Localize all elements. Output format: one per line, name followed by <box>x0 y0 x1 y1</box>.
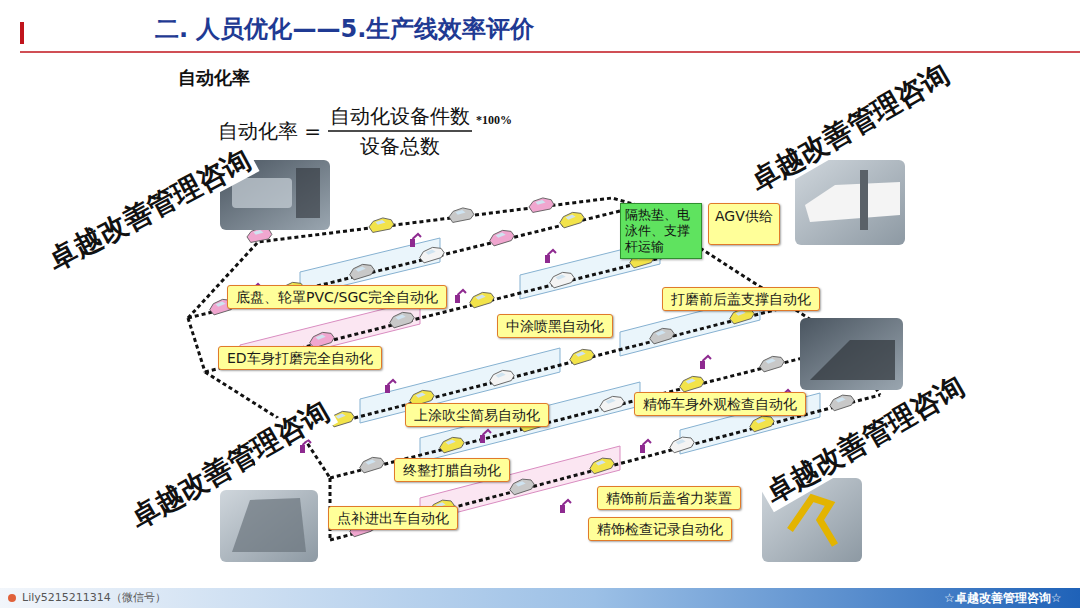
robot <box>385 380 396 393</box>
booth <box>360 348 560 423</box>
callout-box: 点补进出车自动化 <box>328 506 458 530</box>
robot-group <box>250 234 791 513</box>
photo <box>795 160 905 245</box>
box-text: 上涂吹尘简易自动化 <box>414 406 540 424</box>
robot <box>545 250 556 263</box>
callout-box: 上涂吹尘简易自动化 <box>405 403 549 427</box>
car <box>508 477 536 496</box>
car <box>418 245 445 264</box>
transport-box: 隔热垫、电泳件、支撑杆运输 <box>620 203 702 259</box>
box-text: ED车身打磨完全自动化 <box>227 349 373 367</box>
header-marker <box>20 22 24 44</box>
photo <box>220 490 318 562</box>
footer-icon <box>8 594 16 602</box>
photo-detail <box>232 178 292 208</box>
photo-detail <box>805 182 900 222</box>
box-text: 终整打腊自动化 <box>403 461 501 479</box>
car <box>558 210 585 229</box>
robot <box>560 500 571 513</box>
photo-detail <box>810 340 895 380</box>
car <box>488 228 515 247</box>
box-text: 点补进出车自动化 <box>337 509 449 527</box>
footer-bar <box>0 588 1080 608</box>
formula-factor: *100% <box>476 113 512 127</box>
photo-detail <box>296 168 320 218</box>
header-rule <box>20 51 1080 53</box>
conveyor <box>205 248 700 372</box>
car <box>648 326 675 345</box>
callout-box: 底盘、轮罩PVC/SGC完全自动化 <box>227 285 447 309</box>
car <box>528 197 555 213</box>
robot <box>410 234 421 247</box>
car <box>438 435 465 454</box>
callout-box: 打磨前后盖支撑自动化 <box>662 287 820 311</box>
conveyor <box>188 318 205 372</box>
car <box>348 262 375 281</box>
car <box>488 368 515 387</box>
box-text: AGV供给 <box>715 207 773 225</box>
callout-box: 精饰检查记录自动化 <box>588 517 732 541</box>
car <box>828 393 856 412</box>
box-text: 打磨前后盖支撑自动化 <box>671 290 811 308</box>
callout-box: 终整打腊自动化 <box>394 458 510 482</box>
slide-title: 二. 人员优化——5.生产线效率评价 <box>155 14 534 44</box>
box-text: 精饰检查记录自动化 <box>597 520 723 538</box>
car <box>388 310 415 329</box>
box-text: 精饰前后盖省力装置 <box>606 489 732 507</box>
car <box>568 347 595 366</box>
car <box>358 455 385 474</box>
car <box>598 394 625 413</box>
photo <box>800 318 903 390</box>
agv-box: AGV供给 <box>708 203 780 245</box>
callout-box: ED车身打磨完全自动化 <box>218 346 382 370</box>
robot <box>455 290 466 303</box>
photo-detail <box>860 170 868 230</box>
car <box>468 290 495 309</box>
box-text: 隔热垫、电泳件、支撑杆运输 <box>625 207 697 255</box>
footer-brand: ☆卓越改善管理咨询☆ <box>944 590 1062 606</box>
robot <box>480 430 491 443</box>
box-text: 中涂喷黑自动化 <box>506 317 604 335</box>
callout-box: 精饰车身外观检查自动化 <box>634 392 806 416</box>
robot <box>700 356 711 369</box>
callout-box: 中涂喷黑自动化 <box>497 314 613 338</box>
fraction-bar <box>328 130 472 132</box>
car <box>368 217 395 233</box>
photo-detail <box>232 498 306 552</box>
car <box>668 435 696 454</box>
booth-group <box>240 238 820 522</box>
photo-group <box>220 160 905 562</box>
car <box>588 456 616 475</box>
car <box>448 207 475 223</box>
photo-detail <box>790 498 835 545</box>
formula-denominator: 设备总数 <box>360 134 440 158</box>
car <box>748 414 776 433</box>
formula-heading: 自动化率 <box>178 66 250 90</box>
robot <box>640 440 651 453</box>
car <box>548 270 575 289</box>
car <box>758 354 785 373</box>
formula-numerator: 自动化设备件数 <box>330 104 470 128</box>
car <box>678 374 705 393</box>
formula-left-side: 自动化率 = <box>218 119 321 143</box>
box-text: 精饰车身外观检查自动化 <box>643 395 797 413</box>
box-text: 底盘、轮罩PVC/SGC完全自动化 <box>236 288 438 306</box>
callout-box: 精饰前后盖省力装置 <box>597 486 741 510</box>
footer-contact: Lily5215211314（微信号） <box>22 590 166 606</box>
